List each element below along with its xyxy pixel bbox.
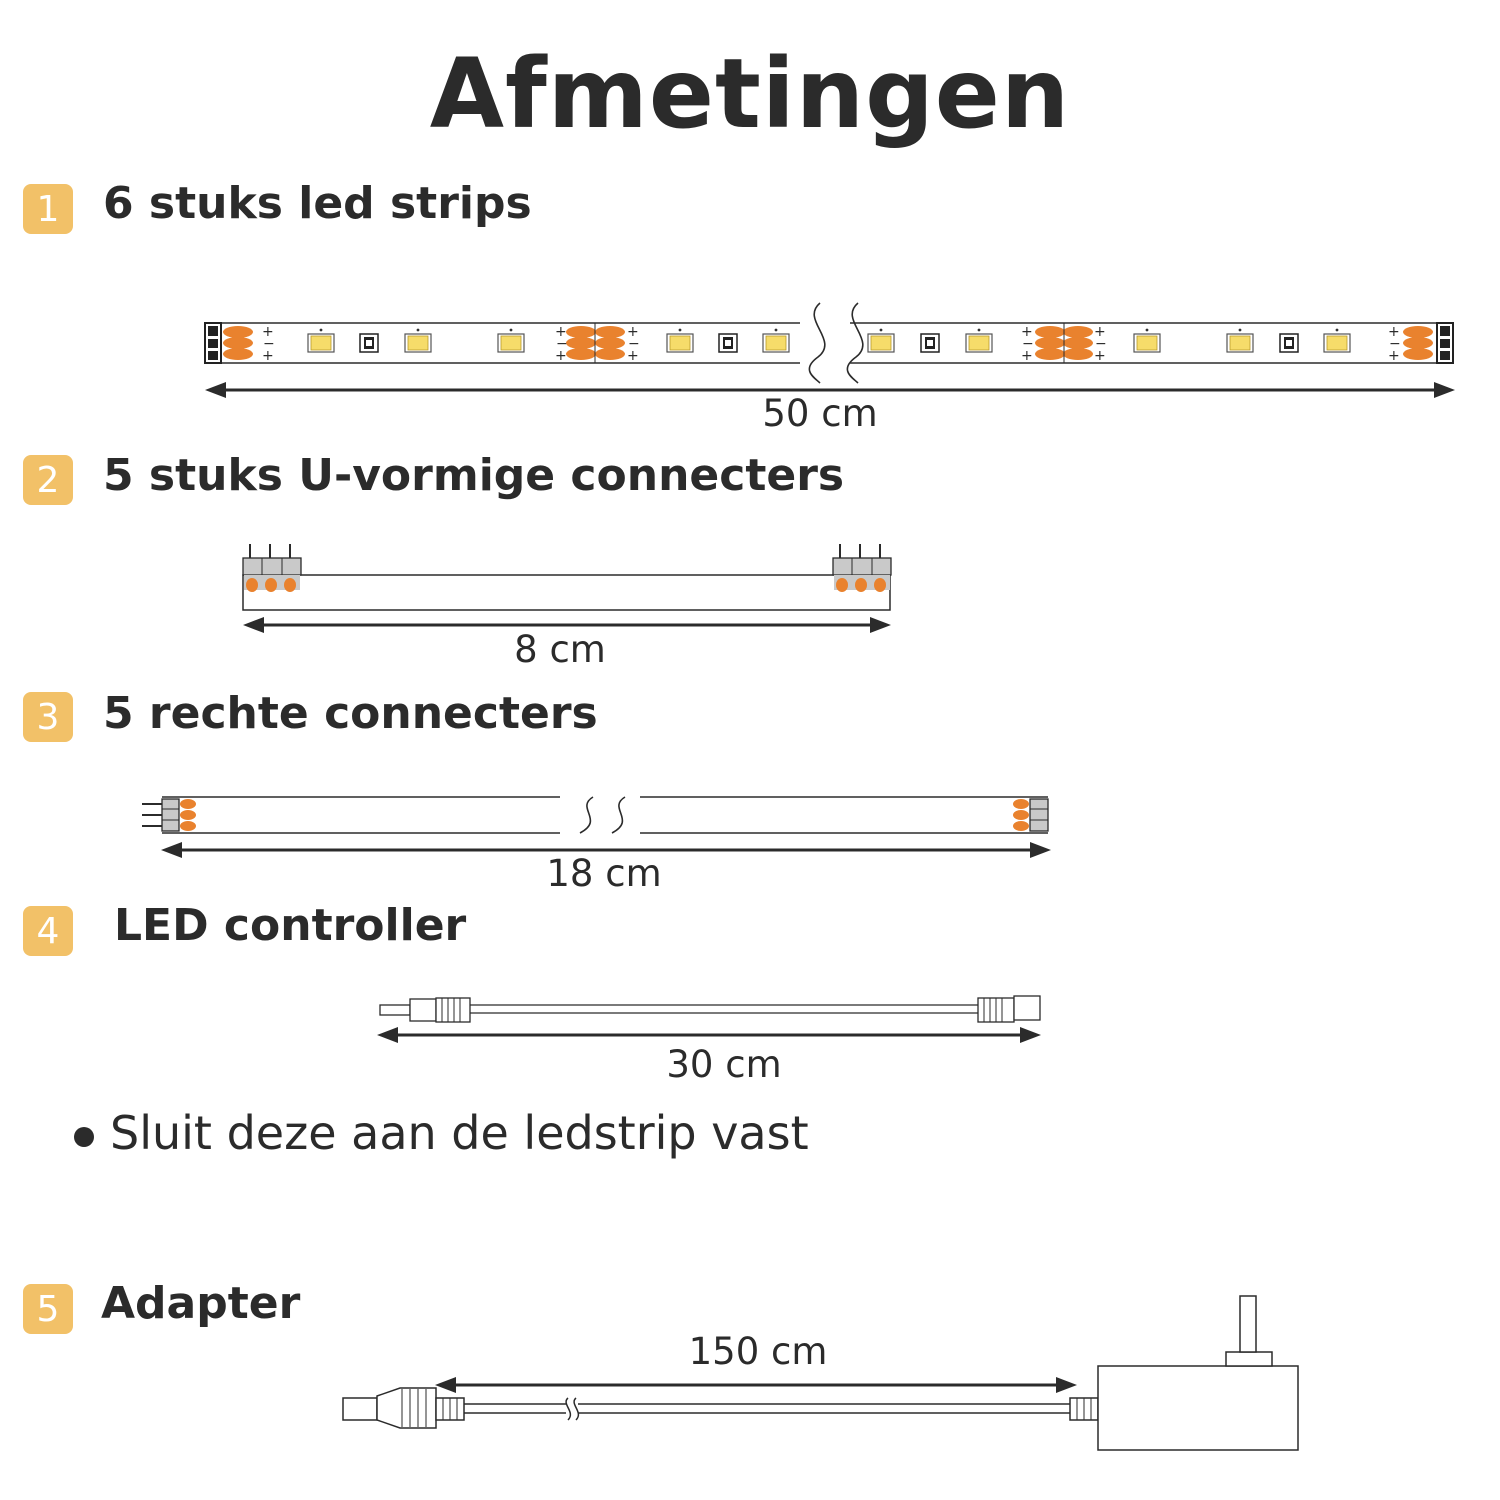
- u-connector-icon: [242, 544, 892, 611]
- svg-text:+: +: [1388, 324, 1400, 340]
- svg-text:+: +: [262, 324, 274, 340]
- svg-text:−: −: [1022, 336, 1034, 352]
- section-3-number-badge: 3: [23, 692, 73, 742]
- controller-cable-icon: [379, 995, 1041, 1023]
- section-1-dimension-label: 50 cm: [762, 392, 878, 435]
- section-2-dimension-arrow: [243, 617, 891, 633]
- section-4-dimension-arrow: [377, 1027, 1041, 1043]
- svg-text:+: +: [555, 324, 567, 340]
- svg-text:−: −: [1095, 336, 1107, 352]
- section-5-dimension-label: 150 cm: [688, 1330, 828, 1373]
- svg-text:+: +: [1094, 324, 1106, 340]
- section-1-dimension-arrow: [205, 382, 1455, 398]
- svg-text:+: +: [1021, 324, 1033, 340]
- page-title: Afmetingen: [429, 38, 1071, 150]
- section-3-heading: 5 rechte connecters: [103, 688, 598, 739]
- section-2-dimension-label: 8 cm: [514, 628, 606, 671]
- svg-text:+: +: [627, 348, 639, 364]
- section-4-dimension-label: 30 cm: [666, 1043, 782, 1086]
- svg-text:+: +: [1021, 348, 1033, 364]
- svg-text:−: −: [556, 336, 568, 352]
- svg-text:−: −: [263, 336, 275, 352]
- mounting-note-text: Sluit deze aan de ledstrip vast: [110, 1106, 809, 1160]
- svg-text:+: +: [627, 324, 639, 340]
- section-5-dimension-arrow: [435, 1377, 1077, 1393]
- section-5-number-badge: 5: [23, 1284, 73, 1334]
- section-3-dimension-arrow: [161, 842, 1051, 858]
- svg-text:+: +: [555, 348, 567, 364]
- power-adapter-icon: [342, 1295, 1299, 1451]
- svg-text:−: −: [628, 336, 640, 352]
- section-5-heading: Adapter: [101, 1278, 301, 1329]
- straight-connector-icon: [142, 796, 1049, 834]
- section-4-number-badge: 4: [23, 906, 73, 956]
- svg-text:+: +: [1388, 348, 1400, 364]
- svg-text:+: +: [262, 348, 274, 364]
- section-2-number-badge: 2: [23, 455, 73, 505]
- svg-text:−: −: [1389, 336, 1401, 352]
- svg-text:+: +: [1094, 348, 1106, 364]
- section-1-number-badge: 1: [23, 184, 73, 234]
- section-2-heading: 5 stuks U-vormige connecters: [103, 450, 845, 501]
- section-3-dimension-label: 18 cm: [546, 852, 662, 895]
- led-strip-icon: +−+ +−+ +−+ +−+ +−+ +−+: [204, 302, 1454, 384]
- section-1-heading: 6 stuks led strips: [103, 178, 532, 229]
- mounting-note: Sluit deze aan de ledstrip vast: [74, 1106, 809, 1160]
- bullet-icon: [74, 1126, 94, 1147]
- section-4-heading: LED controller: [114, 900, 467, 951]
